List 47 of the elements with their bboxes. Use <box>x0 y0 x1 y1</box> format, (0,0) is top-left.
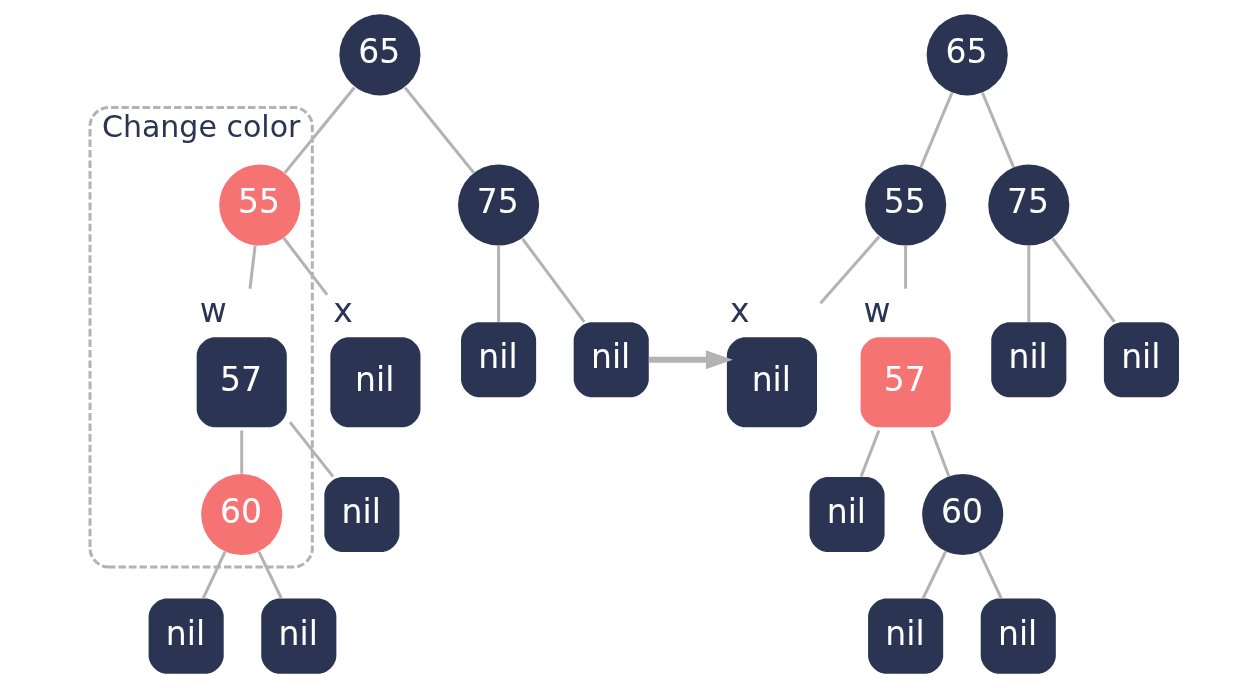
node-box: nil <box>809 476 885 553</box>
arrow <box>648 350 733 370</box>
connector <box>929 429 950 477</box>
node-circle: 60 <box>921 473 1003 556</box>
node-label: x <box>729 290 749 330</box>
connector <box>248 245 257 289</box>
connector <box>977 550 1003 599</box>
node-box: nil <box>148 598 224 674</box>
node-box: nil <box>980 598 1056 674</box>
node-box: nil <box>323 476 399 553</box>
node-circle: 60 <box>200 473 282 556</box>
node-box: nil <box>990 322 1066 398</box>
node-box: nil <box>260 598 336 674</box>
connector <box>282 237 328 296</box>
connector <box>1026 245 1030 322</box>
connector <box>283 86 356 174</box>
node-circle: 65 <box>338 14 420 96</box>
node-box: 57 <box>196 337 287 428</box>
connector <box>818 235 880 305</box>
node-box: nil <box>460 322 536 398</box>
connector <box>403 86 475 174</box>
connector <box>288 421 334 478</box>
node-label: w <box>863 290 891 330</box>
node-box: 57 <box>860 337 951 428</box>
connector <box>859 429 880 478</box>
node-circle: 65 <box>926 14 1008 96</box>
connector <box>496 245 500 322</box>
node-box: nil <box>573 322 649 398</box>
connector <box>919 92 953 168</box>
connector <box>257 550 283 599</box>
connector <box>201 550 226 599</box>
connector <box>980 92 1015 168</box>
node-box: nil <box>867 598 943 674</box>
connector <box>239 430 243 474</box>
connector <box>1051 237 1116 323</box>
node-circle: 75 <box>457 164 539 246</box>
node-box: nil <box>329 337 420 428</box>
node-label: w <box>199 290 227 330</box>
node-box: nil <box>1103 322 1179 398</box>
node-circle: 55 <box>864 164 946 246</box>
node-circle: 55 <box>218 164 300 246</box>
connector <box>520 237 585 323</box>
connector <box>921 550 947 599</box>
node-circle: 75 <box>987 164 1069 246</box>
connector <box>903 245 907 289</box>
node-box: nil <box>726 337 817 428</box>
node-label: x <box>332 290 353 330</box>
